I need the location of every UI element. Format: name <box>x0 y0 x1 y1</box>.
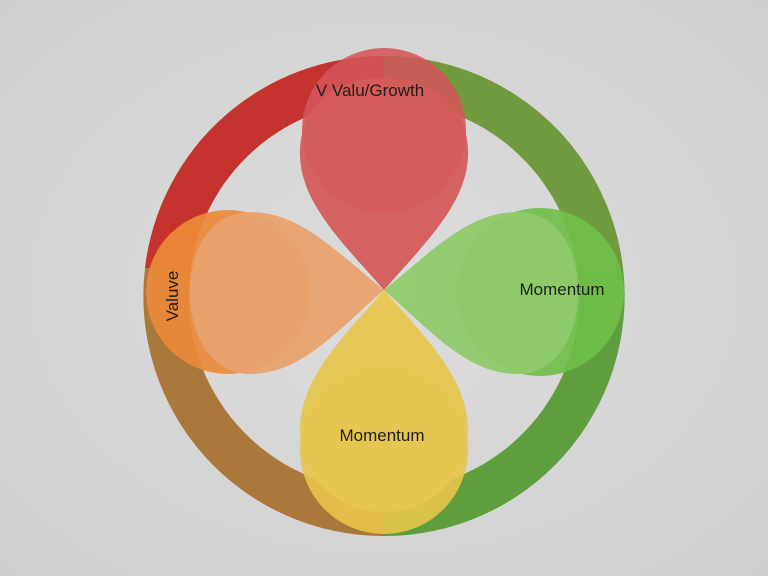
label-left: Valuve <box>163 271 182 322</box>
label-bottom: Momentum <box>339 426 424 445</box>
petal-left <box>190 212 384 374</box>
label-top: V Valu/Growth <box>316 81 424 100</box>
label-right: Momentum <box>519 280 604 299</box>
petal-bottom <box>300 290 468 512</box>
petals <box>190 78 578 512</box>
petal-top <box>299 78 469 290</box>
petal-right <box>384 212 578 374</box>
